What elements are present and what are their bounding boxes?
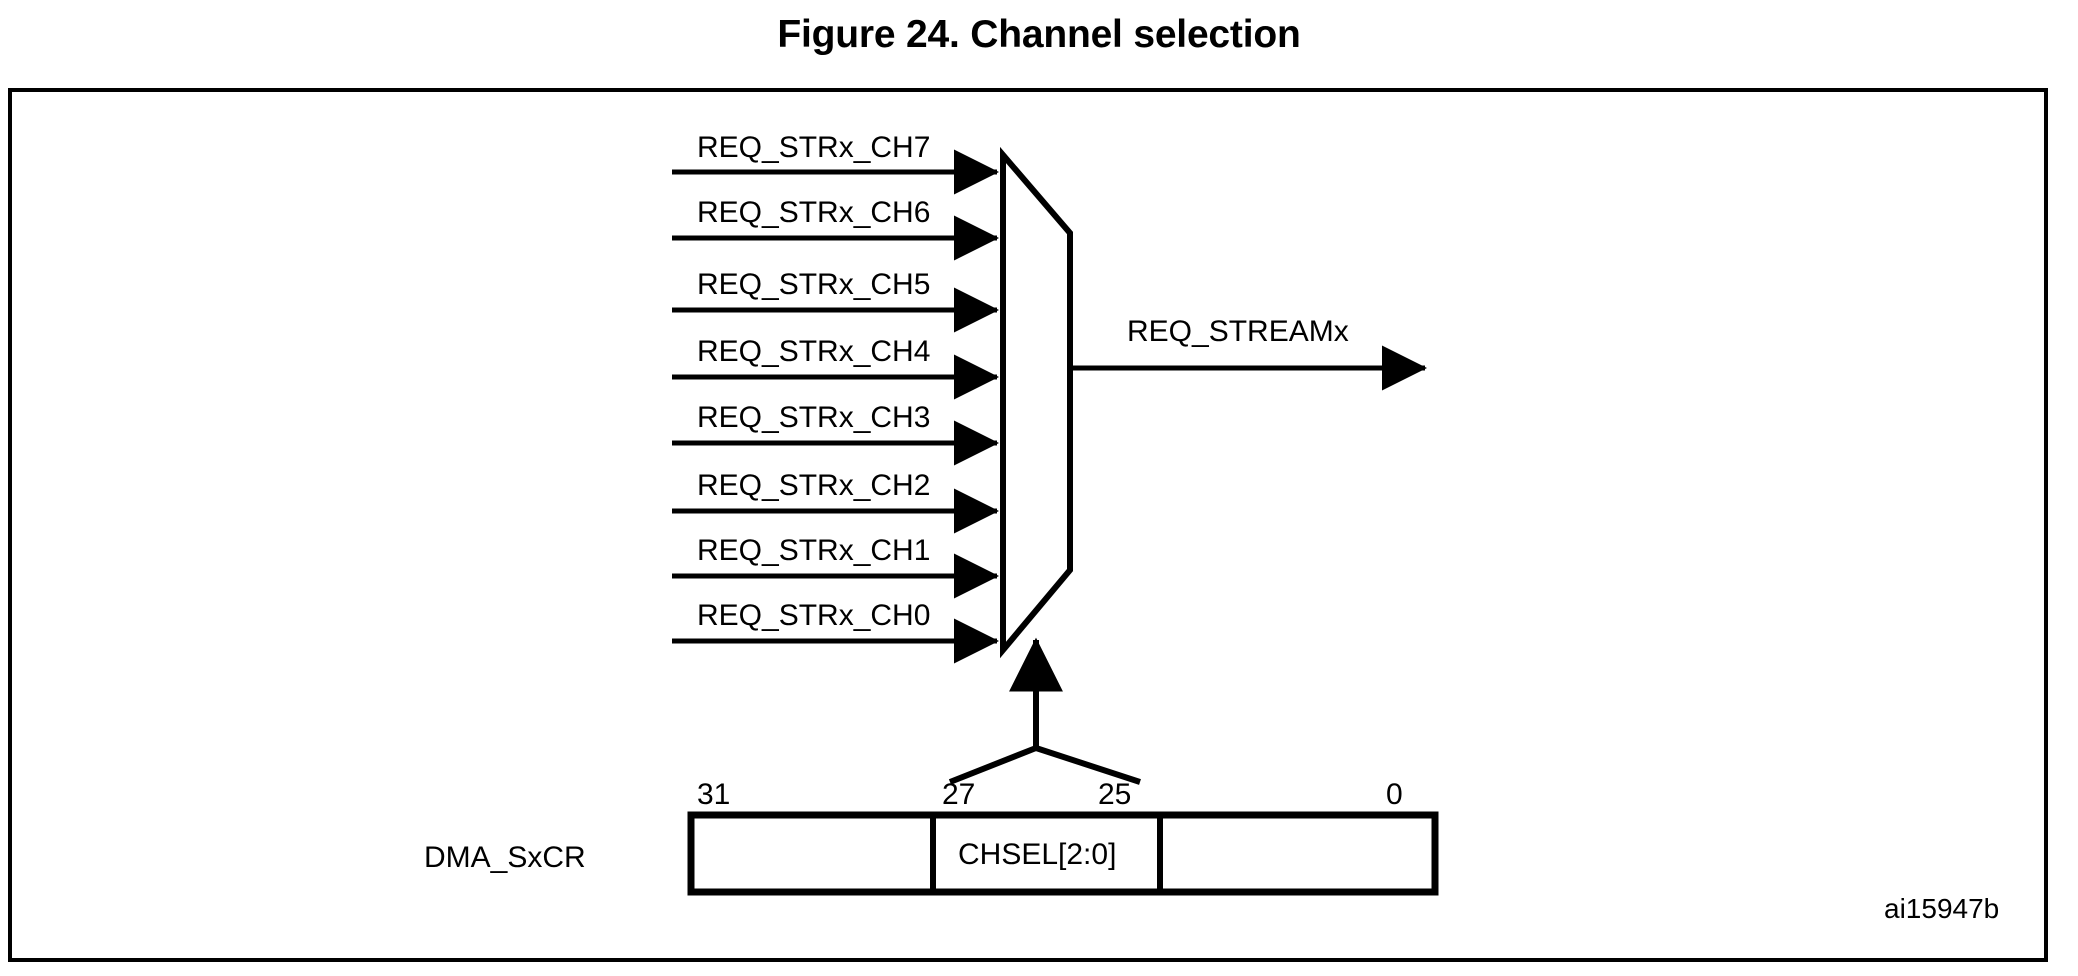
register-name-label: DMA_SxCR [424,841,586,874]
page-title: Figure 24. Channel selection [777,13,1301,56]
input-label-ch3: REQ_STRx_CH3 [697,401,931,434]
bit-marker-27: 27 [942,778,976,811]
bit-marker-0: 0 [1386,778,1403,811]
input-label-ch2: REQ_STRx_CH2 [697,469,931,502]
input-label-ch6: REQ_STRx_CH6 [697,196,931,229]
bit-marker-25: 25 [1098,778,1132,811]
input-label-ch1: REQ_STRx_CH1 [697,534,931,567]
register-field-chsel: CHSEL[2:0] [958,838,1117,871]
figure-border [8,88,2048,962]
input-label-ch4: REQ_STRx_CH4 [697,335,931,368]
bit-marker-31: 31 [697,778,731,811]
input-label-ch0: REQ_STRx_CH0 [697,599,931,632]
figure-id-label: ai15947b [1884,893,2000,924]
input-label-ch5: REQ_STRx_CH5 [697,268,931,301]
output-label-req-streamx: REQ_STREAMx [1127,315,1349,348]
input-label-ch7: REQ_STRx_CH7 [697,131,931,164]
